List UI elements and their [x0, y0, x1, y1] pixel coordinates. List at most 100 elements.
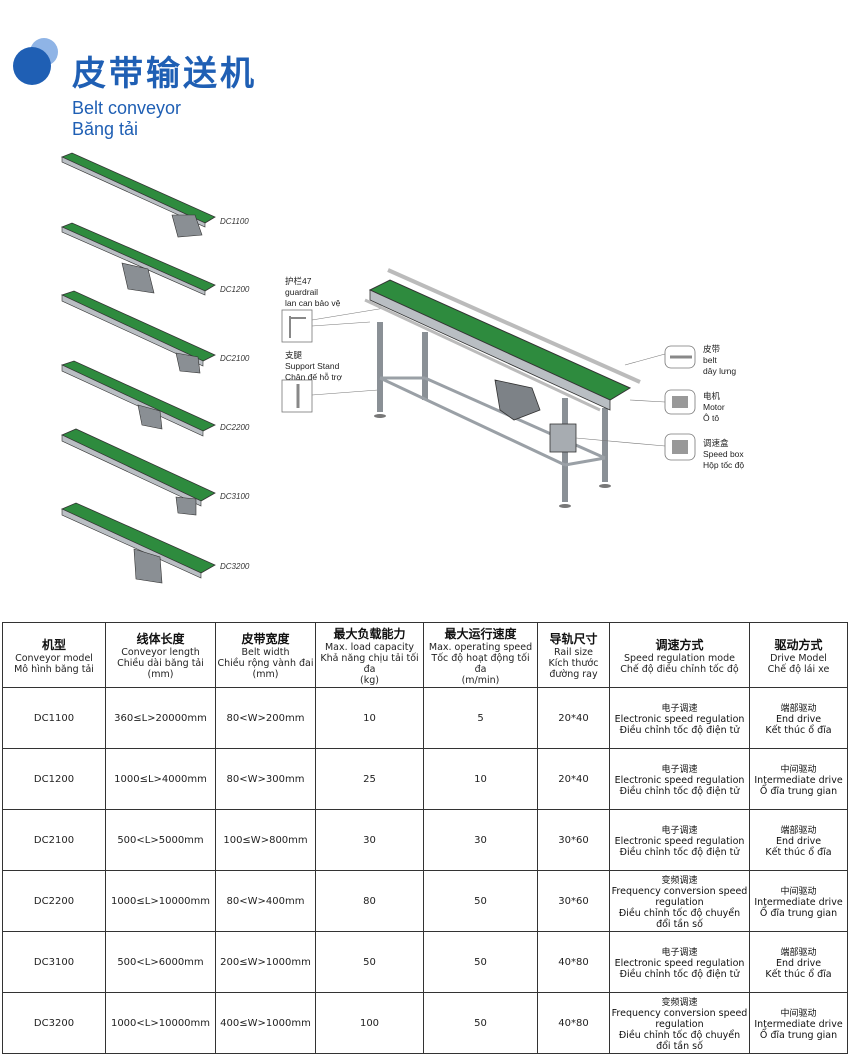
callout-speedbox-cn: 调速盒	[703, 438, 729, 448]
cell-drive-en: Intermediate drive	[754, 1018, 843, 1030]
thumb-label-dc1200: DC1200	[220, 285, 250, 294]
cell-speed: 50	[423, 931, 538, 993]
cell-load: 100	[315, 992, 424, 1054]
callout-belt-en: belt	[703, 355, 717, 365]
header-en: Max. load capacity	[324, 641, 415, 653]
callout-speedbox-en: Speed box	[703, 449, 744, 459]
callout-speedbox: 调速盒 Speed box Hộp tốc độ	[703, 438, 744, 471]
conveyor-thumbnails-illustration	[60, 152, 216, 584]
cell-drive-vi: Kết thúc ổ đĩa	[765, 968, 832, 980]
callout-motor: 电机 Motor Ô tô	[703, 391, 725, 424]
cell-length: 500<L>5000mm	[105, 809, 216, 871]
header-vi: Kích thước đường ray	[548, 658, 599, 680]
cell-regulation-vi: Điều chỉnh tốc độ điện tử	[619, 968, 740, 980]
model-thumbnails: DC1100 DC1200 DC2100 DC2200 DC3100 DC320…	[50, 145, 280, 585]
header-cn: 线体长度	[136, 632, 185, 646]
spec-table: 机型 Conveyor model Mô hình băng tải 线体长度 …	[2, 622, 848, 1054]
callout-support-en: Support Stand	[285, 361, 340, 371]
header-speed: 最大运行速度 Max. operating speed Tốc độ hoạt …	[423, 622, 538, 688]
cell-length: 1000≤L>10000mm	[105, 870, 216, 932]
header-en: Rail size	[554, 647, 593, 658]
thumb-dc2200	[60, 360, 216, 437]
cell-drive-vi: Kết thúc ổ đĩa	[765, 846, 832, 858]
cell-regulation-vi: Điều chỉnh tốc độ chuyển đổi tần số	[618, 1029, 741, 1052]
cell-regulation-en: Electronic speed regulation	[614, 835, 745, 847]
cell-width: 400≤W>1000mm	[215, 992, 316, 1054]
cell-length: 1000≤L>4000mm	[105, 748, 216, 810]
header-unit: (kg)	[360, 674, 379, 686]
cell-speed: 50	[423, 870, 538, 932]
cell-load: 50	[315, 931, 424, 993]
cell-regulation-cn: 电子调速	[661, 703, 698, 714]
cell-drive-en: End drive	[775, 835, 822, 847]
cell-regulation-cn: 变频调速	[661, 875, 698, 886]
cell-width: 80<W>400mm	[215, 870, 316, 932]
header-vi: Khả năng chịu tải tối đa	[320, 652, 419, 675]
header-cn: 驱动方式	[774, 637, 823, 652]
cell-load: 80	[315, 870, 424, 932]
callout-support-vi: Chân đế hỗ trợ	[285, 372, 343, 382]
cell-drive-vi: Ổ đĩa trung gian	[759, 785, 838, 797]
header-load: 最大负载能力 Max. load capacity Khả năng chịu …	[315, 622, 424, 688]
header-vi: Chiều rộng vành đai	[217, 658, 314, 669]
thumb-dc2100	[60, 290, 216, 374]
cell-drive-cn: 中间驱动	[780, 764, 817, 775]
header-vi: Chiều dài băng tải	[117, 658, 204, 669]
cell-speed: 5	[423, 687, 538, 749]
cell-regulation-en: Electronic speed regulation	[614, 774, 745, 786]
callout-belt-vi: dây lưng	[703, 366, 737, 376]
cell-length: 500<L>6000mm	[105, 931, 216, 993]
cell-rail: 40*80	[537, 992, 610, 1054]
cell-load: 25	[315, 748, 424, 810]
header-unit: (m/min)	[461, 674, 500, 686]
cell-regulation-vi: Điều chỉnh tốc độ điện tử	[619, 724, 740, 736]
header-rail: 导轨尺寸 Rail size Kích thước đường ray	[537, 622, 610, 688]
page-title: 皮带输送机	[72, 54, 257, 94]
callout-motor-en: Motor	[703, 402, 725, 412]
cell-regulation-vi: Điều chỉnh tốc độ điện tử	[619, 846, 740, 858]
thumb-dc1200	[60, 222, 216, 296]
header-en: Speed regulation mode	[623, 652, 735, 664]
callout-support-cn: 支腿	[285, 350, 303, 360]
header-cn: 最大负载能力	[333, 626, 406, 641]
cell-load: 10	[315, 687, 424, 749]
cell-regulation-en: Electronic speed regulation	[614, 957, 745, 969]
header-en: Drive Model	[770, 652, 827, 664]
callout-motor-cn: 电机	[703, 391, 721, 401]
cell-load: 30	[315, 809, 424, 871]
cell-drive-en: End drive	[775, 713, 822, 725]
cell-width: 200≤W>1000mm	[215, 931, 316, 993]
cell-drive-cn: 中间驱动	[780, 886, 817, 897]
header-en: Conveyor length	[121, 647, 200, 658]
cell-drive-vi: Ổ đĩa trung gian	[759, 1029, 838, 1041]
callout-support: 支腿 Support Stand Chân đế hỗ trợ	[285, 350, 342, 383]
thumb-dc1100	[60, 152, 216, 238]
header-regulation: 调速方式 Speed regulation mode Chế độ điều c…	[609, 622, 750, 688]
callout-guardrail-en: guardrail	[285, 287, 319, 297]
table-header-row: 机型 Conveyor model Mô hình băng tải 线体长度 …	[2, 622, 848, 688]
callout-belt: 皮带 belt dây lưng	[703, 344, 736, 377]
thumb-dc3200	[61, 502, 216, 584]
cell-speed: 10	[423, 748, 538, 810]
cell-drive-cn: 中间驱动	[780, 1008, 817, 1019]
header-cn: 调速方式	[655, 637, 704, 652]
cell-regulation-cn: 电子调速	[661, 825, 698, 836]
cell-regulation-en: Frequency conversion speed regulation	[611, 1007, 748, 1030]
cell-rail: 40*80	[537, 931, 610, 993]
header-vi: Chế độ lái xe	[767, 663, 830, 675]
cell-drive-vi: Ổ đĩa trung gian	[759, 907, 838, 919]
cell-speed: 30	[423, 809, 538, 871]
cell-drive-cn: 端部驱动	[780, 825, 817, 836]
page-subtitle-vi: Băng tải	[72, 119, 139, 139]
